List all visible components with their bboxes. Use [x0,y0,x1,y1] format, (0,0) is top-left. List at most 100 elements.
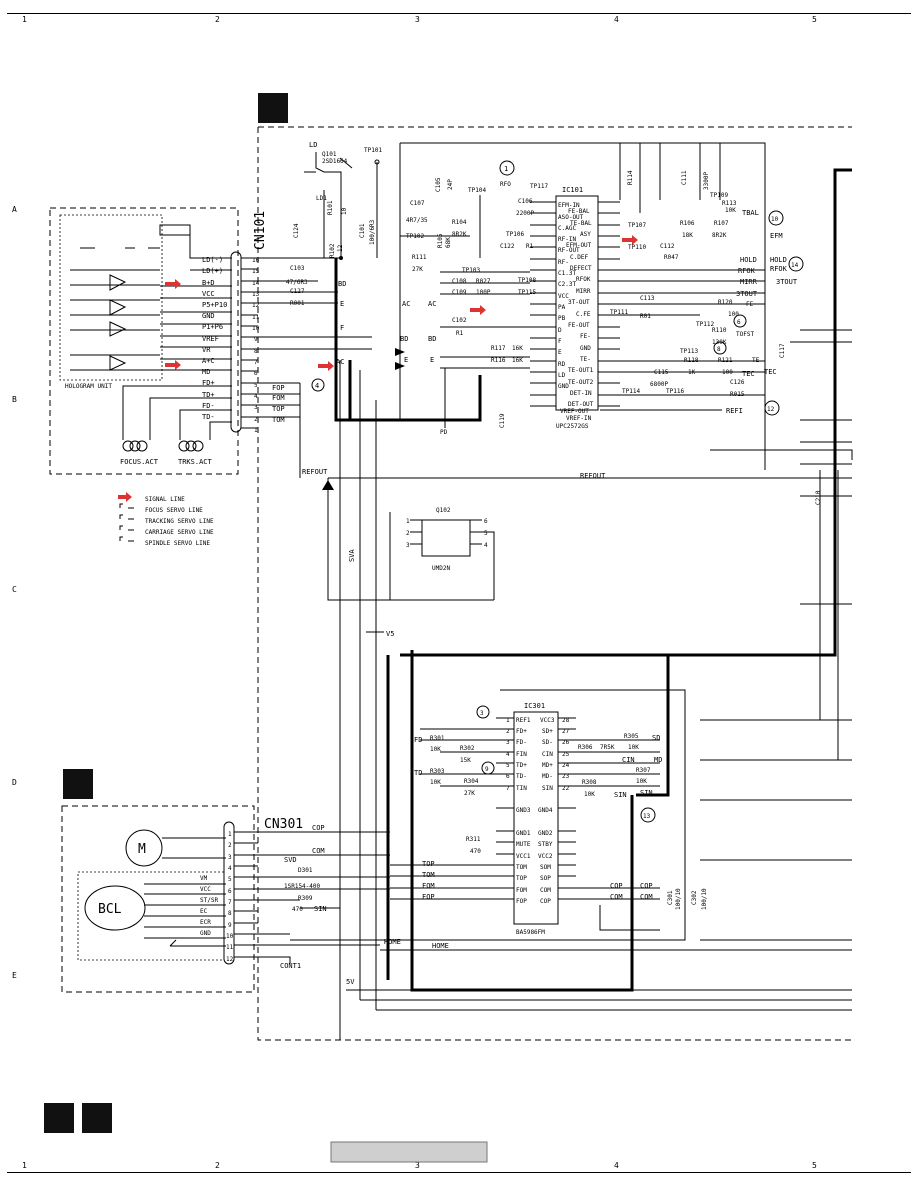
cn101-pin-5: 5 [254,382,258,389]
ic301-pin-stby: STBY [538,841,553,848]
r303-value: 10K [430,779,441,786]
net-e-1: E [340,300,344,308]
ic301-pin-fin: FIN [516,751,527,758]
c126-label: C126 [730,379,745,386]
q102-label: Q102 [436,507,451,514]
r110-label: R110 [712,327,727,334]
cn101-label-ld-minus: LD(-) [202,256,223,264]
cn101-label-fdm: FD- [202,402,215,410]
refout-area: REFOUT REFOUT Q102 UMD2N 1 2 3 6 5 4 SVA… [299,360,852,1040]
c108-value: R027 [476,278,491,285]
net-sin-3: SIN [314,905,327,913]
cn101-pin-4: 4 [254,393,258,400]
r301-label: R301 [430,735,445,742]
block-tile-b [258,93,288,123]
cn101-label-vref: VREF [202,335,219,343]
c105-value: 24P [447,179,454,190]
ic301-num-22: 22 [562,785,570,792]
net-top-1: TOP [272,405,285,413]
ic101: IC101 UPC2572GS EFM-IN ASO-OUT C.AGC RF-… [530,186,765,430]
ic101-pin-fe-minus: FE- [580,333,591,340]
rfo-label: RFO [500,181,511,188]
c107-value: 4R7/35 [406,217,428,224]
ruler-top-2: 2 [215,15,220,24]
ic101-pin-efm-out: EFM-OUT [566,242,592,249]
laser-driver-area: LD Q101 2SD1664 TP101 LD1 R101 10 C124 R… [258,141,382,371]
net-hold-2: HOLD [770,256,787,264]
legend-focus: FOCUS SERVO LINE [145,507,203,514]
r307-label: R307 [636,767,651,774]
q101-label: Q101 [322,151,337,158]
net-tec-1: TEC [742,370,755,378]
cn101-pin-2: 2 [254,416,258,423]
cn301-pin-9: 9 [228,922,232,929]
marker-4 [311,378,325,392]
r111-value: 27K [412,266,423,273]
ic101-pin-vref-out: VREF-OUT [560,408,589,415]
legend-tracking: TRACKING SERVO LINE [145,518,214,525]
ruler-left: A B C D E [12,205,17,980]
net-3tout-1: 3TOUT [736,290,758,298]
ic301-num-6: 6 [506,773,510,780]
ic101-pin-e: E [558,349,562,356]
ic101-pin-det-out: DET-OUT [568,401,594,408]
ic301-pin-sdm: SD- [542,739,553,746]
ruler-left-a: A [12,205,17,214]
q101-part: 2SD1664 [322,158,348,165]
c112-value: R047 [664,254,679,261]
ic301-num-4: 4 [506,751,510,758]
cn101-label-tdp: TD+ [202,391,215,399]
tp110-label: TP110 [628,244,646,251]
ic301-pin-tin: TIN [516,785,527,792]
ic101-pin-asy: ASY [580,231,591,238]
tp108-label: TP108 [518,277,536,284]
cn101-pin-16: 16 [252,257,260,264]
ic101-pin-ld: LD [558,372,566,379]
ic301-pin-tdp: TD+ [516,762,527,769]
net-fop-1: FOP [272,384,285,392]
ruler-bottom: 1 2 3 4 5 [7,1161,911,1173]
legend: SIGNAL LINE FOCUS SERVO LINE TRACKING SE… [118,492,214,547]
net-home-2: HOME [432,942,449,950]
net-refout-2: REFOUT [580,472,606,480]
ic301-pin-mdp: MD+ [542,762,553,769]
q102-pin-3: 3 [406,542,410,549]
ic101-pin-fe-bal: FE-BAL [568,208,590,215]
ic301-pin-fom: FOM [516,887,527,894]
ic301-num-7: 7 [506,785,510,792]
ld-label: LD [309,141,317,149]
ic101-pin-cagc: C.AGC [558,225,576,232]
net-e-label-2: E [404,356,408,364]
cn101-pin-1: 1 [254,427,258,434]
ic301-name: IC301 [524,702,545,710]
ic301-num-23: 23 [562,773,570,780]
net-bd-label-3: BD [428,335,436,343]
tp106-label: TP106 [506,231,524,238]
trks-act-label: TRKS.ACT [178,458,213,466]
r301-value: 10K [430,746,441,753]
net-sin-2: SIN [640,789,653,797]
net-tec-2: TEC [764,368,777,376]
r305-label: R305 [624,733,639,740]
r309-value: 470 [292,906,303,913]
marker-8 [713,341,727,355]
cn101-label: CN101 [253,211,268,250]
c122-label: C122 [500,243,515,250]
r120-label: R120 [718,299,733,306]
ic301-pin-som: SOM [540,864,551,871]
net-tbal: TBAL [742,209,759,217]
ic101-pin-c13t: C1.3T [558,270,576,277]
net-hold-1: HOLD [740,256,757,264]
motor-label: M [138,842,146,857]
cn101-label-vcc: VCC [202,290,215,298]
net-mirr: MIRR [740,278,758,286]
c301-label: C301 [667,890,674,905]
bcl-stsr: ST/SR [200,897,218,904]
d301-value: 1SR154-400 [284,883,321,890]
hologram-label: HOLOGRAM UNIT [65,383,112,390]
ld1-label: LD1 [316,195,327,202]
net-md: MD [654,756,662,764]
cn101-pin-6: 6 [254,370,258,377]
hologram-block: HOLOGRAM UNIT FOCUS.ACT TRKS.ACT LD(-) L… [49,207,239,475]
ruler-left-d: D [12,778,17,787]
